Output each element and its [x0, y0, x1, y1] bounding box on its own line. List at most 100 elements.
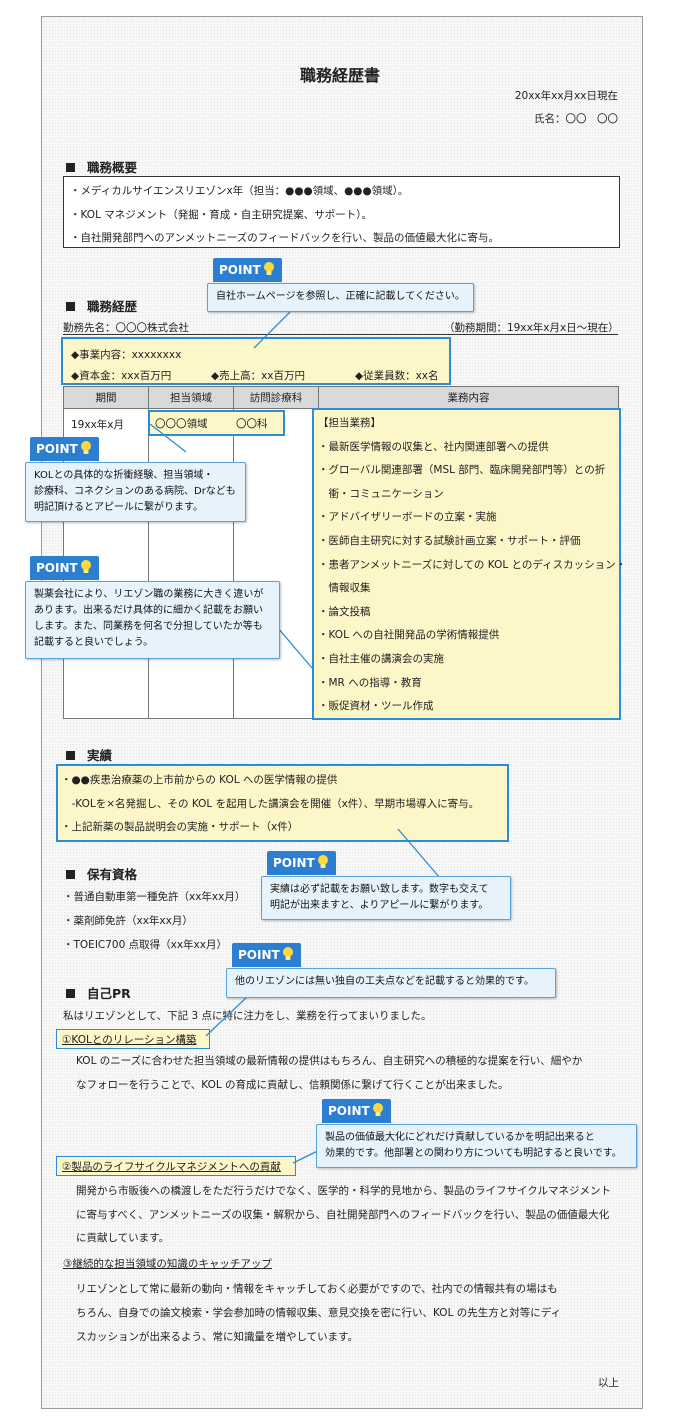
- point-tip-line: 自社ホームページを参照し、正確に記載してください。: [216, 291, 465, 302]
- duty-item: ・自社主催の講演会の実施: [318, 653, 444, 665]
- point-tip-5: 他のリエゾンには無い独自の工夫点などを記載すると効果的です。: [226, 968, 556, 998]
- point-badge: POINT: [267, 851, 336, 875]
- duty-item: 衝・コミュニケーション: [318, 487, 444, 500]
- lightbulb-icon: [263, 262, 274, 275]
- point-tip-line: します。また、同業務を何名で分担していたか等も: [34, 621, 263, 632]
- pr-intro: 私はリエゾンとして、下記 3 点に特に注力をし、業務を行ってまいりました。: [63, 1010, 432, 1022]
- dept-value: 〇〇科: [236, 418, 268, 430]
- point-tip-line: 診療科、コネクションのある病院、Drなども: [34, 486, 236, 497]
- square-bullet-icon: [66, 163, 75, 172]
- duties-box: 【担当業務】・最新医学情報の収集と、社内関連部署への提供・グローバル関連部署（M…: [312, 408, 626, 720]
- doc-end: 以上: [598, 1377, 619, 1389]
- quals-heading: 保有資格: [66, 864, 137, 883]
- point-tip-4: 実績は必ず記載をお願い致します。数字も交えて明記が出来ますと、よりアピールに繋が…: [261, 876, 511, 920]
- pr-text-line: なフォローを行うことで、KOL の育成に貢献し、信頼関係に繋げて行くことが出来ま…: [76, 1079, 509, 1091]
- doc-title: 職務経歴書: [299, 66, 380, 85]
- qual-item: ・薬剤師免許（xx年xx月）: [63, 915, 193, 927]
- pr-text-line: KOL のニーズに合わせた担当領域の最新情報の提供はもちろん、自主研究への積極的…: [76, 1055, 583, 1067]
- pr-item-title-highlight: ②製品のライフサイクルマネジメントへの貢献: [56, 1156, 296, 1176]
- duty-item: ・MR への指導・教育: [318, 676, 422, 689]
- summary-box: ・メディカルサイエンスリエゾンx年（担当：●●●領域、●●●領域）。 ・KOL …: [63, 176, 620, 248]
- point-badge: POINT: [30, 437, 99, 461]
- career-heading: 職務経歴: [66, 296, 137, 315]
- point-tip-line: あります。出来るだけ具体的に細かく記載をお願い: [34, 605, 263, 616]
- duty-item: ・医師自主研究に対する試験計画立案・サポート・評価: [318, 535, 581, 547]
- pr-item-title: ②製品のライフサイクルマネジメントへの貢献: [62, 1161, 281, 1173]
- summary-line: ・自社開発部門へのアンメットニーズのフィードバックを行い、製品の価値最大化に寄与…: [70, 232, 500, 244]
- duty-item: 情報収集: [318, 582, 371, 595]
- sales: ◆売上高：xx百万円: [211, 370, 306, 382]
- business-content: ◆事業内容：xxxxxxxx: [71, 349, 182, 361]
- table-header: 訪問診療科: [233, 386, 319, 409]
- duty-item: ・KOL への自社開発品の学術情報提供: [318, 629, 500, 642]
- pr-text-line: リエゾンとして常に最新の動向・情報をキャッチしておく必要がですので、社内での情報…: [76, 1283, 558, 1295]
- pr-text-line: に貢献しています。: [76, 1232, 170, 1244]
- lightbulb-icon: [372, 1103, 383, 1116]
- point-tip-line: 製薬会社により、リエゾン職の業務に大きく違いが: [34, 589, 264, 600]
- area-value: 〇〇〇領域: [155, 418, 208, 430]
- pr-item-title: ①KOLとのリレーション構築: [62, 1034, 197, 1046]
- point-tip-line: KOLとの具体的な折衝経験、担当領域・: [34, 470, 214, 481]
- summary-line: ・KOL マネジメント（発掘・育成・自主研究提案、サポート）。: [70, 209, 373, 221]
- pr-text-line: 開発から市販後への橋渡しをただ行うだけでなく、医学的・科学的見地から、製品のライ…: [76, 1185, 611, 1197]
- point-tip-line: 他のリエゾンには無い独自の工夫点などを記載すると効果的です。: [235, 976, 534, 987]
- point-tip-line: 記載すると良いでしょう。: [34, 637, 154, 648]
- duty-item: ・患者アンメットニーズに対しての KOL とのディスカッション・: [318, 558, 627, 571]
- point-tip-line: 製品の価値最大化にどれだけ貢献しているかを明記出来ると: [325, 1132, 595, 1143]
- table-cell-dept: [233, 408, 319, 719]
- point-tip-line: 明記頂けるとアピールに繋がります。: [34, 502, 203, 513]
- pr-heading: 自己PR: [66, 983, 131, 1002]
- capital: ◆資本金：xxx百万円: [71, 370, 172, 382]
- results-line: ・上記新薬の製品説明会の実施・サポート（x件）: [61, 821, 299, 833]
- square-bullet-icon: [66, 302, 75, 311]
- point-tip-2: KOLとの具体的な折衝経験、担当領域・診療科、コネクションのある病院、Drなども…: [25, 462, 246, 522]
- square-bullet-icon: [66, 751, 75, 760]
- pr-text-line: に寄与すべく、アンメットニーズの収集・解釈から、自社開発部門へのフィードバックを…: [76, 1209, 610, 1221]
- duty-item: 【担当業務】: [318, 417, 381, 429]
- summary-line: ・メディカルサイエンスリエゾンx年（担当：●●●領域、●●●領域）。: [70, 185, 409, 197]
- point-tip-line: 実績は必ず記載をお願い致します。数字も交えて: [270, 884, 489, 895]
- connector-line: [277, 627, 313, 669]
- connector-line: [205, 995, 249, 1037]
- duty-item: ・最新医学情報の収集と、社内関連部署への提供: [318, 440, 549, 453]
- point-tip-1: 自社ホームページを参照し、正確に記載してください。: [207, 283, 474, 312]
- summary-heading: 職務概要: [66, 157, 137, 176]
- company-name: 勤務先名：〇〇〇株式会社: [63, 322, 189, 334]
- lightbulb-icon: [80, 560, 91, 573]
- results-box: ・●●疾患治療薬の上市前からの KOL への医学情報の提供 -KOLを×名発掘し…: [56, 764, 509, 842]
- results-heading: 実績: [66, 745, 112, 764]
- doc-name: 氏名：〇〇 〇〇: [534, 113, 618, 125]
- divider: [63, 334, 618, 335]
- lightbulb-icon: [317, 855, 328, 868]
- square-bullet-icon: [66, 989, 75, 998]
- area-dept-highlight: 〇〇〇領域 〇〇科: [148, 410, 285, 436]
- duty-item: ・販促資材・ツール作成: [318, 700, 434, 713]
- company-info-box: ◆事業内容：xxxxxxxx ◆資本金：xxx百万円 ◆売上高：xx百万円 ◆従…: [61, 337, 451, 385]
- duty-item: ・アドバイザリーボードの立案・実施: [318, 511, 497, 524]
- point-tip-3: 製薬会社により、リエゾン職の業務に大きく違いがあります。出来るだけ具体的に細かく…: [25, 581, 280, 659]
- square-bullet-icon: [66, 870, 75, 879]
- point-badge: POINT: [30, 556, 99, 580]
- point-badge: POINT: [232, 943, 301, 967]
- point-tip-6: 製品の価値最大化にどれだけ貢献しているかを明記出来ると効果的です。他部署との関わ…: [316, 1124, 637, 1168]
- results-line: -KOLを×名発掘し、その KOL を起用した講演会を開催（x件）、早期市場導入…: [61, 798, 480, 810]
- pr-item-title-highlight: ①KOLとのリレーション構築: [56, 1029, 210, 1049]
- point-tip-line: 効果的です。他部署との関わり方についても明記すると良いです。: [325, 1148, 622, 1159]
- table-cell-area: [148, 408, 234, 719]
- employees: ◆従業員数：xx名: [355, 370, 439, 382]
- connector-line: [149, 423, 187, 453]
- connector-line: [253, 311, 291, 349]
- point-tip-line: 明記が出来ますと、よりアピールに繋がります。: [270, 900, 489, 911]
- pr-text-line: スカッションが出来るよう、常に知識量を増やしています。: [76, 1331, 359, 1343]
- qual-item: ・普通自動車第一種免許（xx年xx月）: [63, 891, 246, 903]
- results-line: ・●●疾患治療薬の上市前からの KOL への医学情報の提供: [61, 774, 338, 786]
- lightbulb-icon: [80, 441, 91, 454]
- employment-period: （勤務期間：19xx年x月x日～現在）: [444, 322, 619, 334]
- lightbulb-icon: [282, 947, 293, 960]
- pr-item-title: ③継続的な担当領域の知識のキャッチアップ: [63, 1258, 272, 1270]
- point-badge: POINT: [322, 1099, 391, 1123]
- doc-date: 20xx年xx月xx日現在: [514, 90, 618, 102]
- pr-text-line: ちろん、自身での論文検索・学会参加時の情報収集、意見交換を密に行い、KOL の先…: [76, 1307, 562, 1319]
- duty-item: ・論文投稿: [318, 605, 371, 618]
